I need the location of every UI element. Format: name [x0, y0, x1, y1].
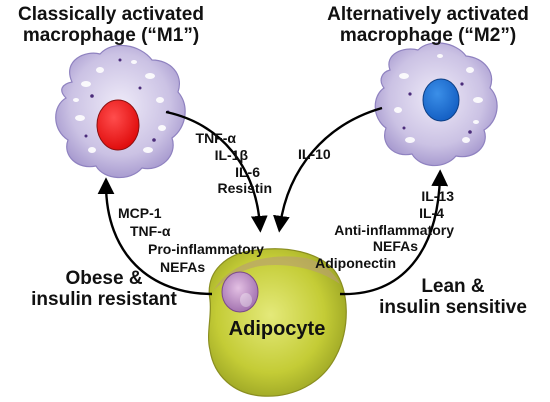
m2-title-line1: Alternatively activated [327, 4, 529, 25]
arrow-adipocyte-to-m2 [339, 169, 449, 296]
m1-title-line1: Classically activated [18, 4, 204, 25]
m2-factor: IL-10 [298, 146, 331, 162]
lean-factor: NEFAs [372, 238, 418, 255]
m1-factor: IL-6 [235, 163, 260, 180]
lean-factor: Anti-inflammatory [334, 221, 454, 238]
adipocyte-label: Adipocyte [228, 318, 326, 340]
arrow-adipocyte-to-m1 [97, 177, 213, 296]
lean-factor: Adiponectin [315, 255, 396, 272]
arrow-m2-to-adipocyte [273, 106, 383, 233]
m1-macrophage [55, 44, 186, 179]
obese-state-label: Obese & insulin resistant [6, 268, 202, 311]
obese-factor: MCP-1 [118, 205, 162, 221]
adipocyte-cell [207, 248, 347, 397]
m2-secreted-factors: IL-10 [298, 146, 331, 163]
lean-factor: IL-4 [419, 204, 444, 221]
obese-factor: Pro-inflammatory [148, 241, 264, 257]
lean-state-label: Lean & insulin sensitive [356, 276, 550, 319]
obese-state-line2: insulin resistant [31, 289, 177, 311]
obese-factor: TNF-α [130, 223, 171, 239]
m2-title-line2: macrophage (“M2”) [339, 25, 517, 47]
m2-nucleus [422, 78, 460, 122]
lean-factors: IL-13 IL-4 Anti-inflammatory NEFAs Adipo… [270, 188, 454, 272]
m2-macrophage [374, 42, 498, 167]
obese-state-line1: Obese & [65, 268, 143, 289]
m1-title: Classically activated macrophage (“M1”) [0, 4, 222, 47]
m1-secreted-factors: TNF-α IL-1β IL-6 Resistin [178, 130, 272, 197]
m1-title-line2: macrophage (“M1”) [22, 25, 200, 47]
obese-factor: NEFAs [160, 259, 206, 275]
m1-factor: Resistin [217, 180, 272, 197]
lean-factor: IL-13 [421, 188, 454, 204]
m2-title: Alternatively activated macrophage (“M2”… [306, 4, 550, 47]
adipocyte-nucleus [221, 271, 259, 313]
m1-nucleus [96, 99, 140, 151]
lean-state-line2: insulin sensitive [379, 297, 527, 319]
arrow-m1-to-adipocyte [165, 110, 268, 233]
m1-factor: TNF-α [195, 130, 236, 146]
lean-state-line1: Lean & [421, 276, 485, 297]
arrows [97, 106, 449, 296]
m1-factor: IL-1β [214, 146, 248, 163]
